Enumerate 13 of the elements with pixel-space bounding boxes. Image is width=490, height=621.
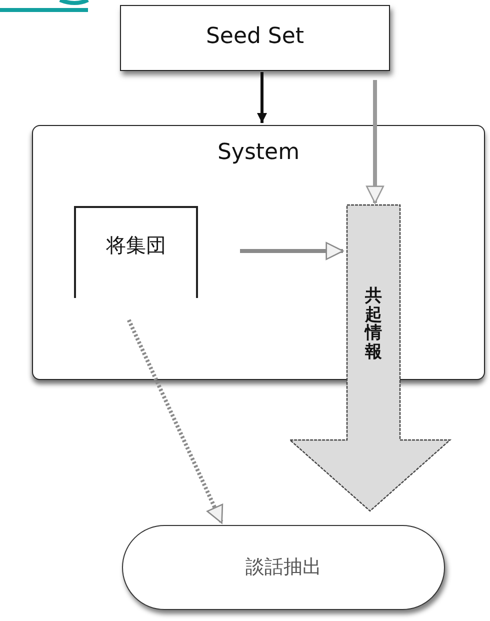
input-box	[120, 5, 390, 71]
terminal-shape	[122, 525, 445, 610]
system-panel	[32, 125, 485, 380]
box-label: Seed Set	[204, 24, 306, 49]
arrow	[240, 242, 344, 260]
arrow	[257, 72, 267, 123]
terminal-label: 談話抽出	[244, 555, 322, 580]
box-label: 将集団	[105, 232, 167, 259]
arrow	[366, 80, 384, 204]
vertical-label: 共起情報	[365, 287, 382, 362]
arrow	[126, 319, 224, 524]
process-box	[74, 206, 198, 298]
panel-heading: System	[216, 140, 301, 165]
